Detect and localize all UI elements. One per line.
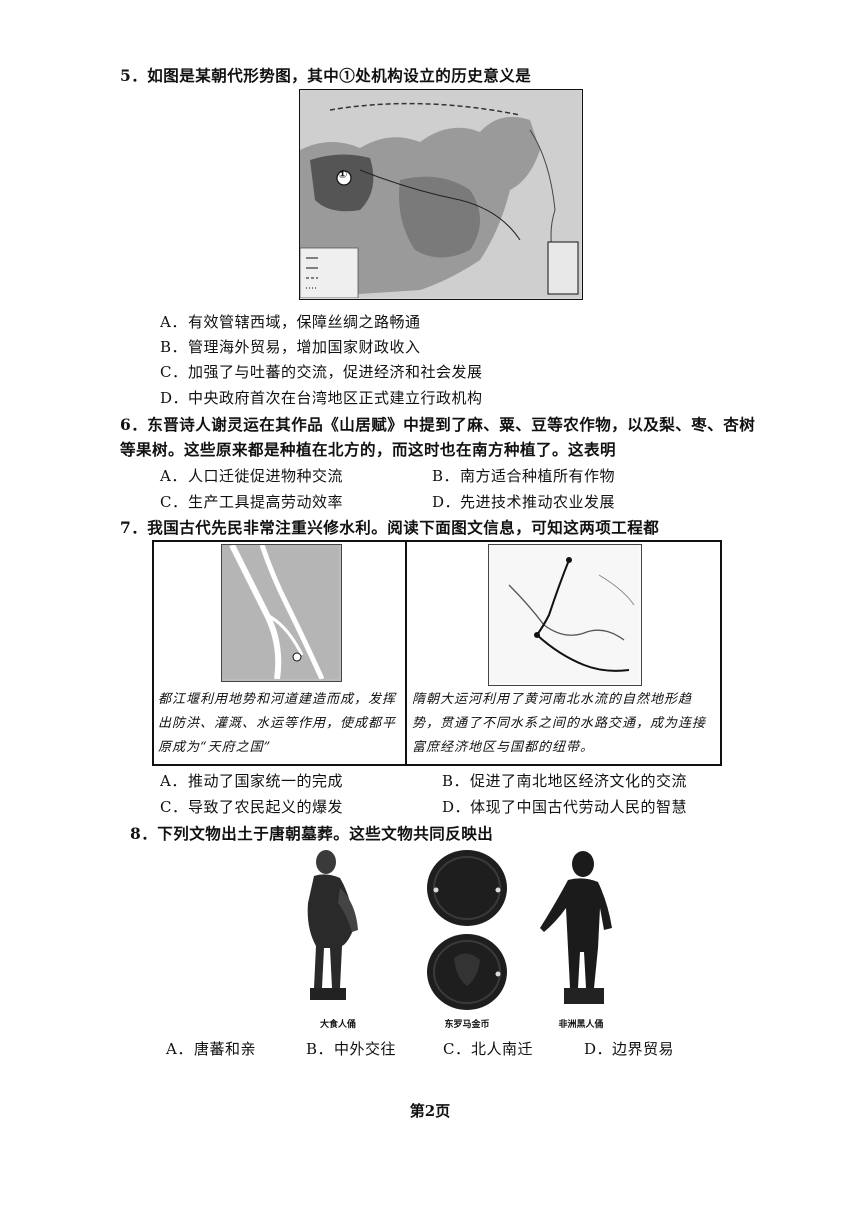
q6-option-a[interactable]: A．人口迁徙促进物种交流 [160,467,344,485]
byzantine-coins-drawing [427,850,507,1010]
q5-map-drawing [299,90,581,299]
arab-figurine-caption: 大食人俑 [319,1020,356,1030]
q7-option-c[interactable]: C．导致了农民起义的爆发 [160,798,344,816]
q6-option-b[interactable]: B．南方适合种植所有作物 [432,467,616,485]
byzantine-coins-caption: 东罗马金币 [444,1020,490,1030]
q7-left-caption: 都江堰利用地势和河道建造而成，发挥出防洪、灌溉、水运等作用，使成都平原成为“天府… [158,692,397,755]
q7-option-d[interactable]: D．体现了中国古代劳动人民的智慧 [442,798,688,816]
q8-stem: 8．下列文物出土于唐朝墓葬。这些文物共同反映出 [130,824,494,843]
q5-option-d[interactable]: D．中央政府首次在台湾地区正式建立行政机构 [160,389,483,407]
q5-option-c[interactable]: C．加强了与吐蕃的交流，促进经济和社会发展 [160,363,483,381]
q6-stem-line1: 6．东晋诗人谢灵运在其作品《山居赋》中提到了麻、粟、豆等农作物，以及梨、枣、杏树 [120,415,756,434]
dujiangyan-map [221,543,342,682]
q5-option-a[interactable]: A．有效管辖西域，保障丝绸之路畅通 [160,313,421,331]
q6-option-d[interactable]: D．先进技术推动农业发展 [432,493,616,511]
q7-option-b[interactable]: B．促进了南北地区经济文化的交流 [442,772,688,790]
arab-figurine-image [296,848,376,1008]
arab-figurine-drawing [307,850,358,1000]
q8-option-b[interactable]: B．中外交往 [306,1040,397,1058]
q8-option-c[interactable]: C．北人南迁 [443,1040,534,1058]
q6-stem-line2: 等果树。这些原来都是种植在北方的，而这时也在南方种植了。这表明 [120,440,617,459]
q8-option-d[interactable]: D．边界贸易 [584,1040,675,1058]
dujiangyan-map-drawing [222,543,339,681]
q7-right-caption: 隋朝大运河利用了黄河南北水流的自然地形趋势，贯通了不同水系之间的水路交通，成为连… [412,692,707,755]
african-figurine-image [538,848,624,1012]
q8-option-a[interactable]: A．唐蕃和亲 [166,1040,257,1058]
q5-map: ① [299,89,583,300]
african-figurine-caption: 非洲黑人俑 [558,1020,604,1030]
african-figurine-drawing [540,851,612,1004]
page-number: 第2页 [409,1102,451,1120]
q7-divider [405,542,407,764]
q7-figure-box: 都江堰利用地势和河道建造而成，发挥出防洪、灌溉、水运等作用，使成都平原成为“天府… [152,540,722,766]
q5-option-b[interactable]: B．管理海外贸易，增加国家财政收入 [160,338,421,356]
grand-canal-map-drawing [489,545,639,683]
q7-option-a[interactable]: A．推动了国家统一的完成 [160,772,344,790]
q6-option-c[interactable]: C．生产工具提高劳动效率 [160,493,344,511]
grand-canal-map [488,544,642,686]
q5-stem: 5．如图是某朝代形势图，其中①处机构设立的历史意义是 [120,66,532,85]
byzantine-coins-image [424,848,510,1014]
q5-map-marker: ① [338,168,348,181]
q7-stem: 7．我国古代先民非常注重兴修水利。阅读下面图文信息，可知这两项工程都 [120,518,660,537]
